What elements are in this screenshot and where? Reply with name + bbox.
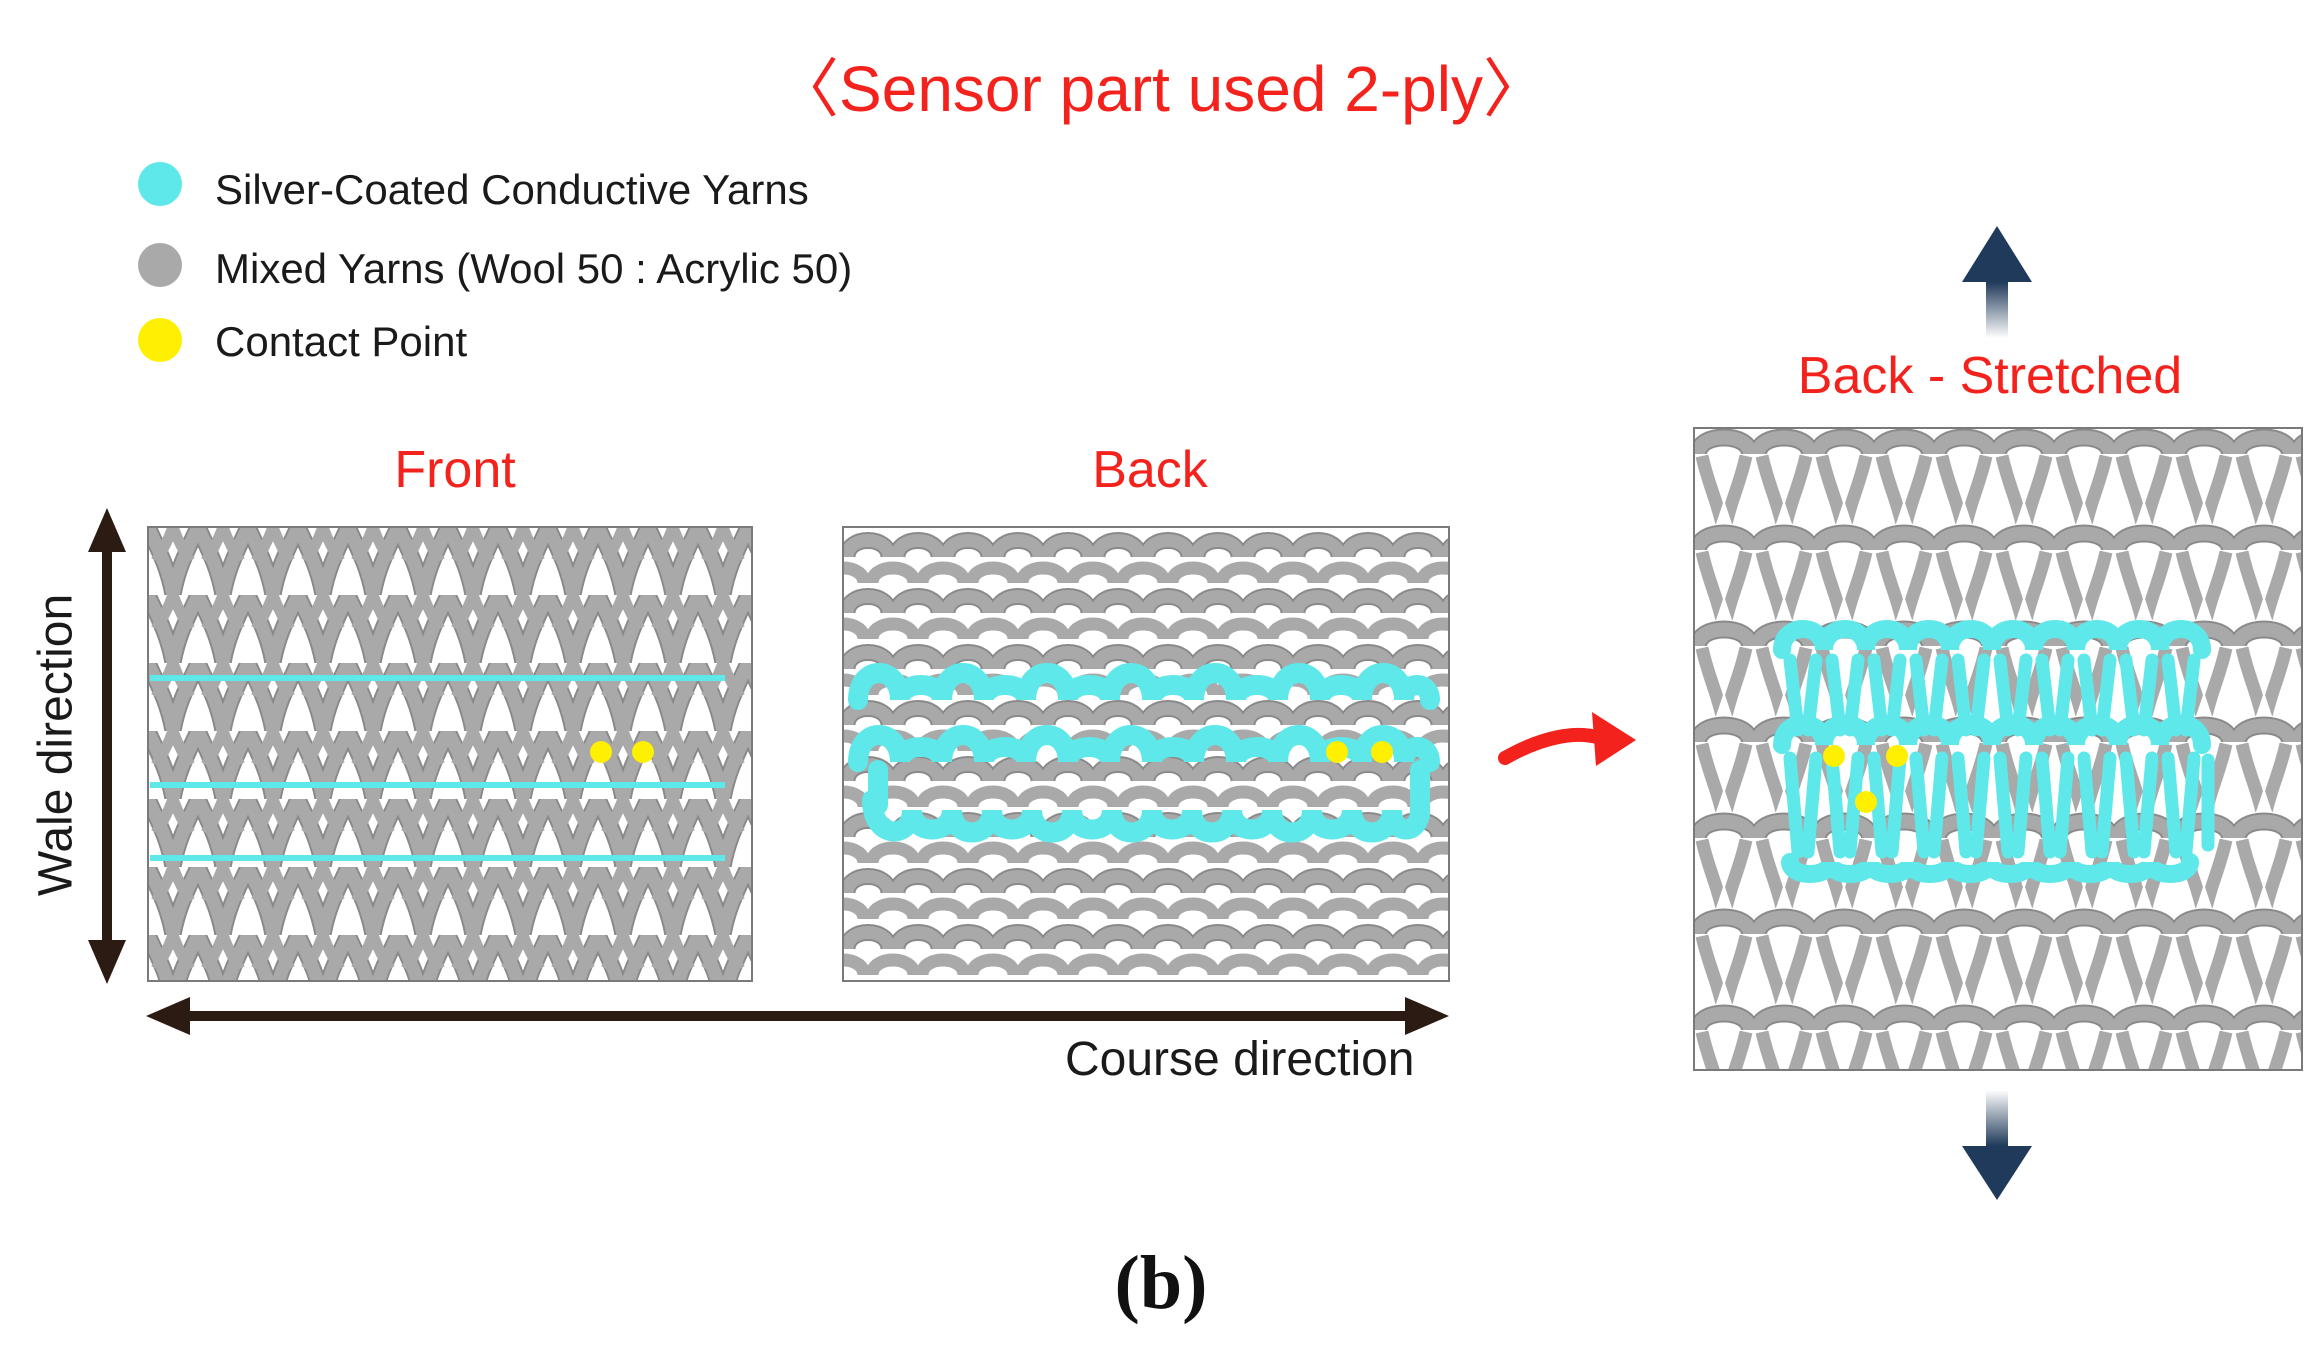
stretched-conductive-legs [1783,653,2215,859]
back-contact-point [1371,741,1393,763]
stretched-fabric-panel [1693,427,2303,1071]
contact-point-swatch [138,318,182,362]
stretched-conductive-yarn [1773,620,2211,883]
subfigure-label: (b) [1114,1241,1208,1325]
front-contact-point [632,741,654,763]
front-fabric-panel [147,526,753,982]
stretched-contact-point [1855,791,1877,813]
figure-title: 〈Sensor part used 2-ply〉 [775,53,1547,125]
back-contact-point [1326,741,1348,763]
legend-label-mixed: Mixed Yarns (Wool 50 : Acrylic 50) [215,245,853,292]
wale-direction-arrow [88,508,126,984]
back-conductive-yarn [848,663,1440,843]
course-direction-label: Course direction [1065,1033,1415,1086]
legend-label-contact: Contact Point [215,318,468,365]
back-label: Back [1092,441,1208,499]
mixed-yarn-swatch [138,243,182,287]
stretched-contact-point [1886,745,1908,767]
front-label: Front [394,441,516,499]
stretched-contact-point [1823,745,1845,767]
course-direction-arrow [146,997,1449,1035]
conductive-yarn-swatch [138,162,182,206]
transition-arrow [1498,712,1636,766]
back-fabric-panel [842,526,1450,982]
stretch-up-arrow [1962,226,2032,338]
stretch-down-arrow [1962,1090,2032,1200]
legend-label-conductive: Silver-Coated Conductive Yarns [215,166,809,213]
front-contact-point [590,741,612,763]
wale-direction-label: Wale direction [29,593,83,897]
stretched-label: Back - Stretched [1797,347,2183,405]
front-conductive-lines [150,675,725,861]
